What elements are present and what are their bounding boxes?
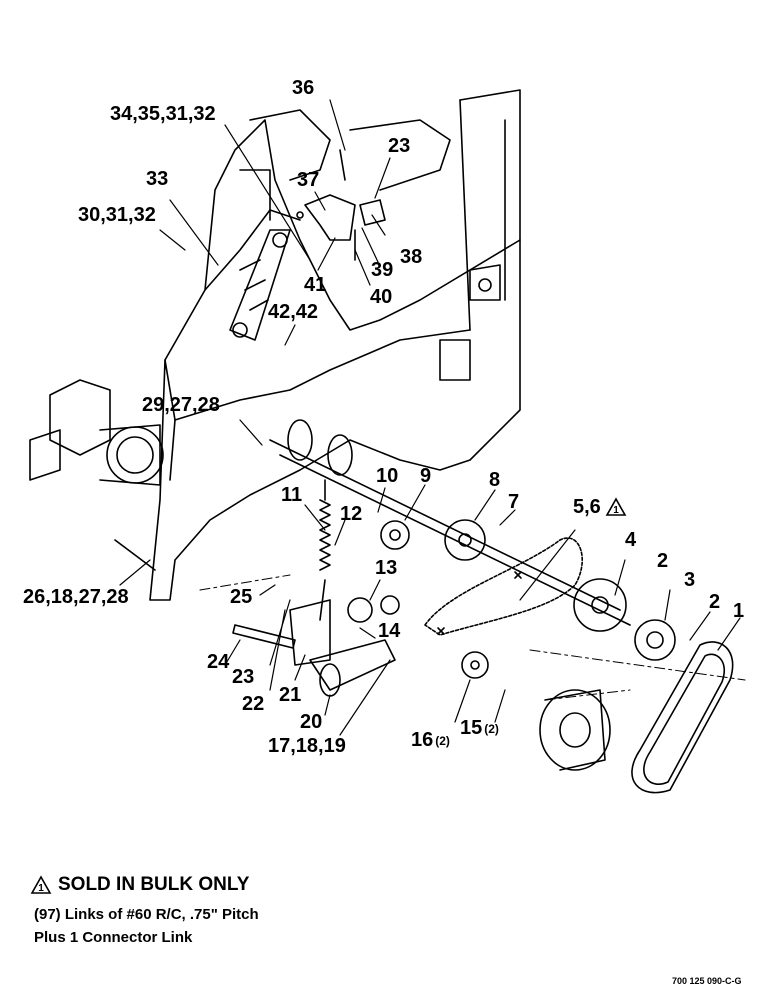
callout-15-qty: (2): [484, 721, 499, 736]
bulk-note-icon: 1: [30, 875, 52, 894]
callout-36: 36: [292, 77, 315, 99]
callout-5-6: 5,6 1: [573, 497, 627, 517]
callout-2-upper: 2: [657, 550, 669, 572]
sprocket-9: [380, 520, 410, 550]
svg-text:1: 1: [38, 883, 44, 894]
callout-41: 41: [304, 274, 327, 296]
bulk-note-title-text: SOLD IN BULK ONLY: [58, 874, 250, 895]
svg-text:1: 1: [613, 505, 619, 516]
callout-5-6-text: 5,6: [573, 496, 601, 518]
callout-2-lower: 2: [709, 591, 721, 613]
drawing-code: 700 125 090-C-G: [672, 976, 742, 986]
tension-spring: [319, 479, 331, 621]
bulk-note-title: 1 SOLD IN BULK ONLY: [30, 874, 249, 896]
callout-14: 14: [378, 620, 401, 642]
callout-16: 16(2): [411, 730, 450, 751]
callout-13: 13: [375, 557, 398, 579]
pulley: [539, 689, 611, 771]
callout-38: 38: [400, 246, 423, 268]
callout-11: 11: [281, 484, 303, 506]
callout-3: 3: [684, 569, 696, 591]
callout-42-42: 42,42: [268, 301, 319, 323]
sprocket-8: [444, 519, 486, 561]
callout-26-18-27-28: 26,18,27,28: [23, 586, 129, 608]
callout-37: 37: [297, 169, 320, 191]
callout-17-18-19: 17,18,19: [268, 735, 346, 757]
callout-4: 4: [625, 529, 637, 551]
rod-26: [114, 539, 156, 571]
callout-34-35-31-32: 34,35,31,32: [110, 103, 216, 125]
callout-21: 21: [279, 684, 302, 706]
leader-lines: [119, 99, 741, 736]
tensioner-arm: [289, 599, 396, 697]
callout-33: 33: [146, 168, 169, 190]
gearbox: [29, 379, 164, 486]
phantom-lines: [199, 574, 746, 701]
bulk-note-line-2: Plus 1 Connector Link: [34, 929, 193, 946]
callout-25: 25: [230, 586, 253, 608]
callout-23-upper: 23: [388, 135, 411, 157]
main-shaft: [269, 419, 631, 626]
v-belt: [631, 641, 734, 794]
callout-40: 40: [370, 286, 393, 308]
roller-chain: [424, 537, 583, 636]
callout-20: 20: [300, 711, 323, 733]
callout-29-27-28: 29,27,28: [142, 394, 220, 416]
callout-12: 12: [340, 503, 363, 525]
callout-16-text: 16: [411, 729, 434, 751]
sprocket-4: [573, 578, 627, 632]
callout-10: 10: [376, 465, 399, 487]
callout-1: 1: [733, 600, 745, 622]
callout-16-qty: (2): [435, 733, 450, 748]
bulk-note-line-1: (97) Links of #60 R/C, .75" Pitch: [34, 906, 259, 923]
callout-23-lower: 23: [232, 666, 255, 688]
callout-24: 24: [207, 651, 230, 673]
frame-side-panel: [149, 89, 521, 601]
callout-7: 7: [508, 491, 520, 513]
callout-22: 22: [242, 693, 265, 715]
linkage-arm: [229, 229, 291, 341]
sprocket-16: [461, 651, 489, 679]
callout-15-text: 15: [460, 717, 483, 739]
callout-30-31-32: 30,31,32: [78, 204, 156, 226]
rod-24: [232, 624, 296, 649]
callout-15: 15(2): [460, 718, 499, 739]
hub-3: [634, 619, 676, 661]
idler-13: [347, 595, 400, 623]
callout-8: 8: [489, 469, 501, 491]
callout-39: 39: [371, 259, 394, 281]
callout-9: 9: [420, 465, 432, 487]
upper-bracket: [296, 149, 386, 261]
bulk-warning-icon: 1: [605, 497, 627, 516]
